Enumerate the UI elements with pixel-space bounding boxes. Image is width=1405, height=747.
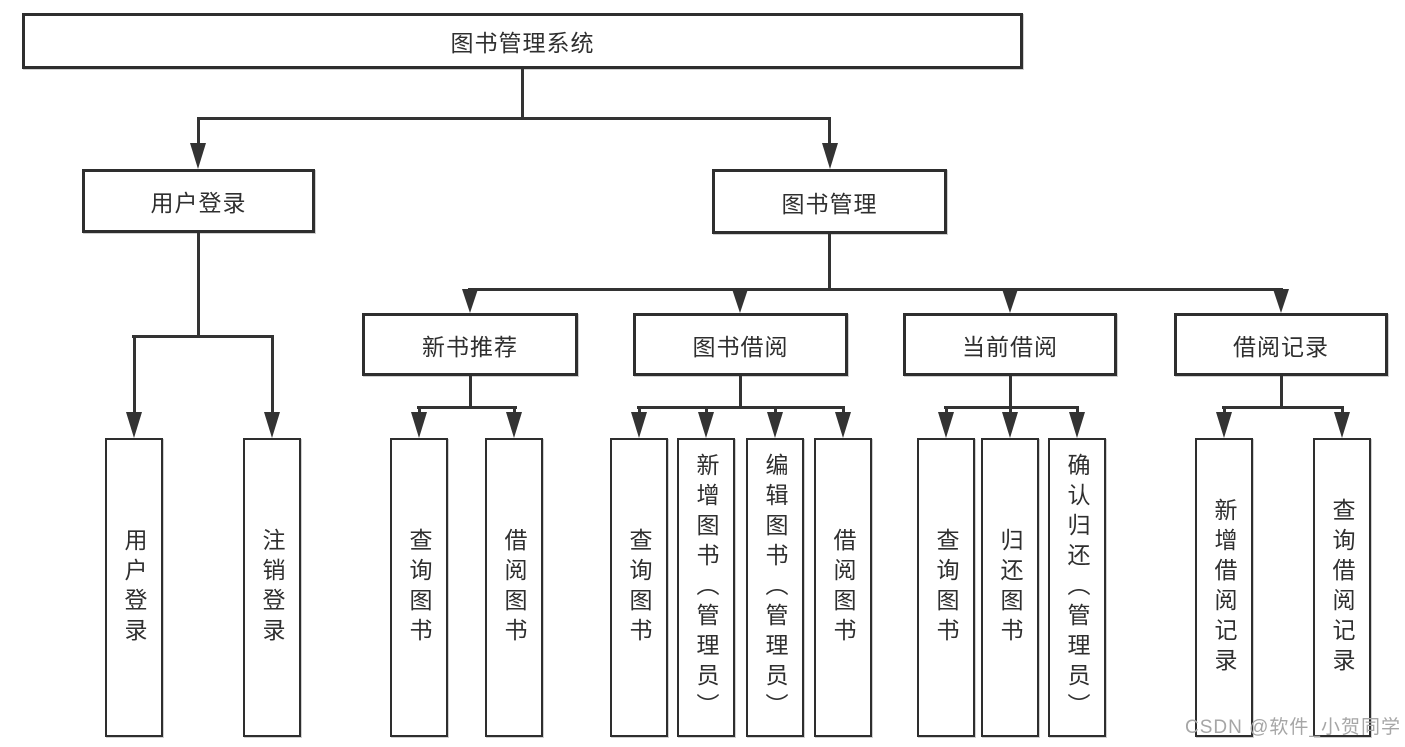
arrowhead-borrowing-records bbox=[1273, 289, 1289, 313]
connector-recommend-rail bbox=[417, 406, 517, 409]
connector-to-leaf-user-login bbox=[133, 335, 136, 413]
connector-to-user-login bbox=[197, 117, 200, 145]
node-root-library-system: 图书管理系统 bbox=[22, 13, 1023, 69]
arrowhead-current-borrowing bbox=[1002, 289, 1018, 313]
arrowhead-query-borrow-record bbox=[1334, 412, 1350, 438]
node-new-book-recommend: 新书推荐 bbox=[362, 313, 578, 376]
connector-recommend-drop-2 bbox=[513, 406, 516, 414]
arrowhead-borrow-books-recommend bbox=[506, 412, 522, 438]
arrowhead-add-borrow-record bbox=[1216, 412, 1232, 438]
arrowhead-user-login bbox=[190, 143, 206, 169]
connector-recommend-drop-1 bbox=[418, 406, 421, 414]
arrowhead-new-book-recommend bbox=[462, 289, 478, 313]
connector-level2-rail bbox=[468, 288, 1283, 291]
arrowhead-leaf-user-login bbox=[126, 412, 142, 438]
node-leaf-add-book-admin: 新增图书（管理员） bbox=[677, 438, 735, 737]
node-leaf-query-books-current: 查询图书 bbox=[917, 438, 975, 737]
node-leaf-logout: 注销登录 bbox=[243, 438, 301, 737]
arrowhead-query-books-current bbox=[938, 412, 954, 438]
connector-borrowing-drop-1 bbox=[638, 406, 641, 414]
arrowhead-edit-book-admin bbox=[767, 412, 783, 438]
csdn-watermark: CSDN @软件_小贺同学 bbox=[1185, 717, 1401, 738]
node-book-management: 图书管理 bbox=[712, 169, 947, 234]
connector-current-drop-2 bbox=[1009, 406, 1012, 414]
arrowhead-query-books-borrowing bbox=[631, 412, 647, 438]
node-current-borrowing: 当前借阅 bbox=[903, 313, 1117, 376]
connector-borrowing-stem bbox=[739, 376, 742, 409]
arrowhead-borrow-books-borrowing bbox=[835, 412, 851, 438]
arrowhead-return-book bbox=[1002, 412, 1018, 438]
node-leaf-borrow-books-borrowing: 借阅图书 bbox=[814, 438, 872, 737]
connector-borrowing-drop-2 bbox=[705, 406, 708, 414]
node-leaf-edit-book-admin: 编辑图书（管理员） bbox=[746, 438, 804, 737]
connector-borrowing-rail bbox=[637, 406, 845, 409]
connector-level1-rail bbox=[197, 117, 831, 120]
arrowhead-add-book-admin bbox=[698, 412, 714, 438]
connector-records-drop-1 bbox=[1223, 406, 1226, 414]
arrowhead-book-borrowing bbox=[732, 289, 748, 313]
arrowhead-query-books-recommend bbox=[411, 412, 427, 438]
connector-records-rail bbox=[1222, 406, 1344, 409]
connector-to-leaf-logout bbox=[271, 335, 274, 413]
connector-records-drop-2 bbox=[1341, 406, 1344, 414]
node-user-login: 用户登录 bbox=[82, 169, 315, 233]
connector-current-drop-3 bbox=[1076, 406, 1079, 414]
connector-book-management-stem bbox=[828, 234, 831, 291]
node-leaf-confirm-return-admin: 确认归还（管理员） bbox=[1048, 438, 1106, 737]
node-borrowing-records: 借阅记录 bbox=[1174, 313, 1388, 376]
connector-current-drop-1 bbox=[945, 406, 948, 414]
connector-user-login-rail bbox=[132, 335, 273, 338]
node-leaf-add-borrow-record: 新增借阅记录 bbox=[1195, 438, 1253, 737]
arrowhead-confirm-return-admin bbox=[1069, 412, 1085, 438]
node-leaf-borrow-books-recommend: 借阅图书 bbox=[485, 438, 543, 737]
node-leaf-user-login: 用户登录 bbox=[105, 438, 163, 737]
connector-user-login-stem bbox=[197, 233, 200, 338]
connector-current-stem bbox=[1009, 376, 1012, 409]
connector-recommend-stem bbox=[469, 376, 472, 409]
connector-borrowing-drop-3 bbox=[774, 406, 777, 414]
node-leaf-return-book: 归还图书 bbox=[981, 438, 1039, 737]
node-leaf-query-borrow-record: 查询借阅记录 bbox=[1313, 438, 1371, 737]
connector-records-stem bbox=[1280, 376, 1283, 409]
arrowhead-leaf-logout bbox=[264, 412, 280, 438]
node-leaf-query-books-borrowing: 查询图书 bbox=[610, 438, 668, 737]
connector-to-book-management bbox=[828, 117, 831, 145]
connector-borrowing-drop-4 bbox=[842, 406, 845, 414]
arrowhead-book-management bbox=[822, 143, 838, 169]
node-leaf-query-books-recommend: 查询图书 bbox=[390, 438, 448, 737]
connector-root-stem bbox=[521, 69, 524, 117]
node-book-borrowing: 图书借阅 bbox=[633, 313, 848, 376]
